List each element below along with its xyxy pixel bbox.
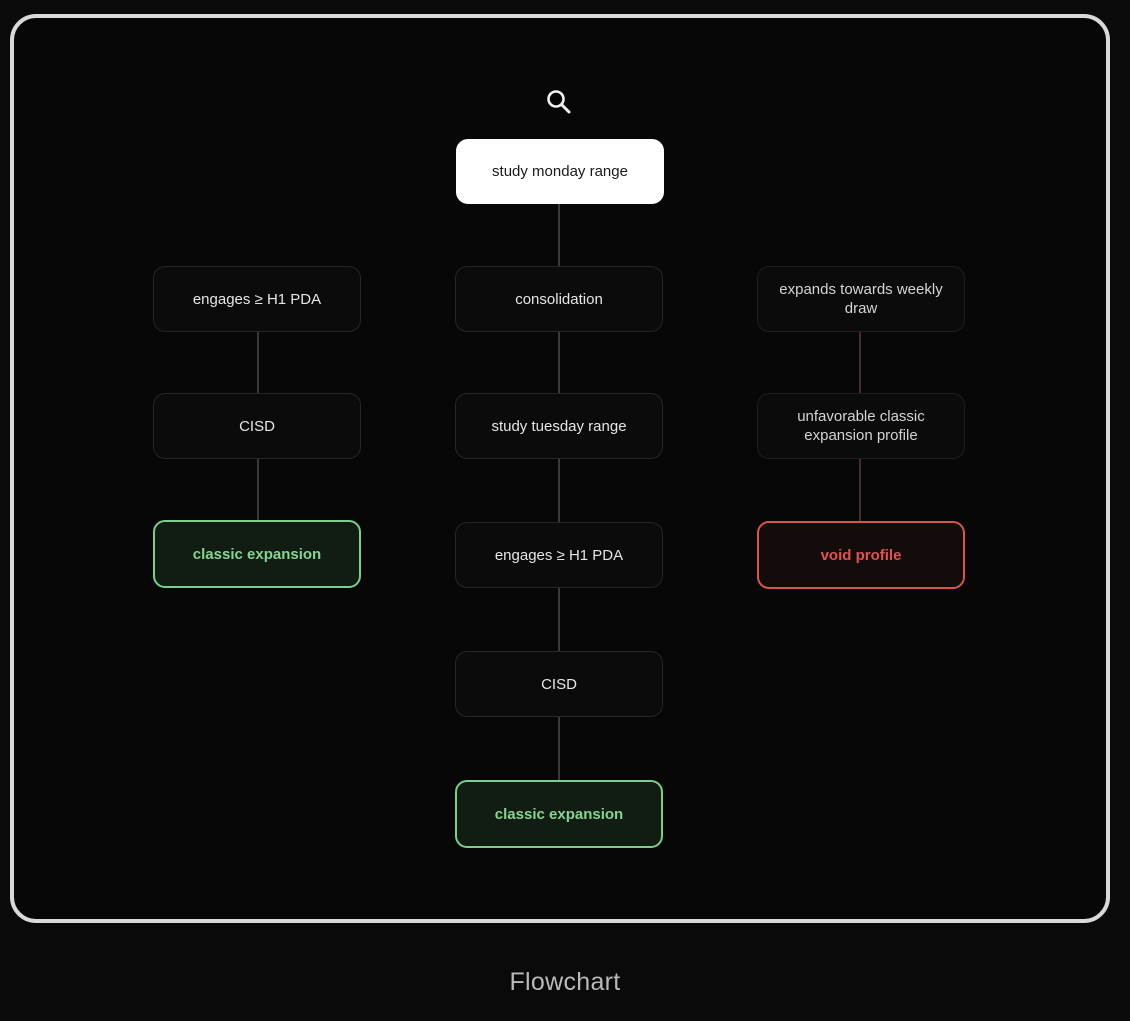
caption: Flowchart [509, 968, 621, 996]
node-left-classic-expansion[interactable]: classic expansion [153, 520, 361, 588]
node-center-engages-h1-pda[interactable]: engages ≥ H1 PDA [455, 522, 663, 588]
node-consolidation[interactable]: consolidation [455, 266, 663, 332]
node-expands-towards-weekly-draw[interactable]: expands towards weekly draw [757, 266, 965, 332]
node-void-profile[interactable]: void profile [757, 521, 965, 589]
node-center-classic-expansion[interactable]: classic expansion [455, 780, 663, 848]
node-study-monday-range[interactable]: study monday range [456, 139, 664, 204]
edge-right-expands-unfavorable [859, 332, 861, 394]
node-left-engages-h1-pda[interactable]: engages ≥ H1 PDA [153, 266, 361, 332]
node-left-cisd[interactable]: CISD [153, 393, 361, 459]
edge-left-cisd-result [257, 459, 259, 521]
edge-tuesday-engages [558, 459, 560, 522]
edge-right-unfavorable-result [859, 459, 861, 522]
edge-cisd-result [558, 717, 560, 780]
edge-engages-cisd [558, 588, 560, 651]
search-icon[interactable] [545, 88, 573, 116]
node-center-cisd[interactable]: CISD [455, 651, 663, 717]
node-unfavorable-classic-expansion-profile[interactable]: unfavorable classic expansion profile [757, 393, 965, 459]
node-study-tuesday-range[interactable]: study tuesday range [455, 393, 663, 459]
edge-left-engages-cisd [257, 332, 259, 394]
edge-monday-consolidation [558, 204, 560, 266]
edge-consolidation-tuesday [558, 332, 560, 394]
